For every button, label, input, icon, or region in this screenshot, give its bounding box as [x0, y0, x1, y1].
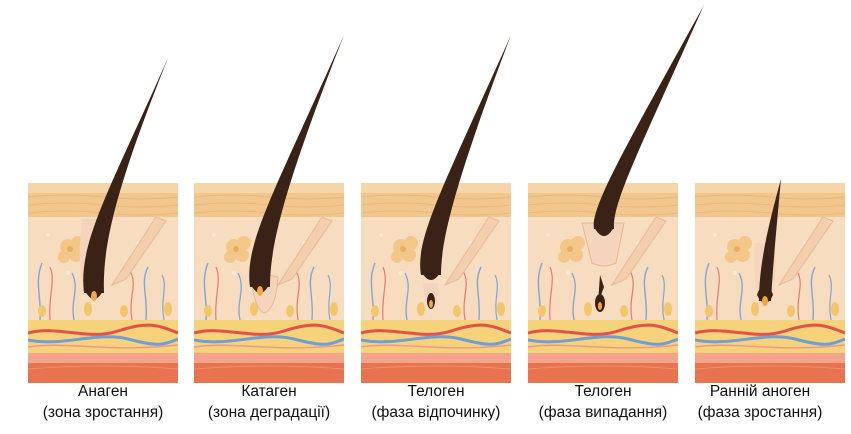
stage-description: (зона деградації) [179, 402, 359, 423]
skin-panel-telogen-shedding [528, 5, 704, 383]
stage-label-anagen: Анаген (зона зростання) [13, 381, 193, 423]
stage-label-early-anagen: Ранній аноген (фаза зростання) [670, 381, 850, 423]
stage-label-telogen-rest: Телоген (фаза відпочинку) [346, 381, 526, 423]
stage-name: Телоген [346, 381, 526, 402]
stage-label-telogen-shedding: Телоген (фаза випадання) [513, 381, 693, 423]
stage-name: Телоген [513, 381, 693, 402]
skin-panel-anagen [28, 58, 178, 383]
stage-description: (фаза випадання) [513, 402, 693, 423]
stage-description: (фаза відпочинку) [346, 402, 526, 423]
skin-panel-catagen [194, 35, 344, 383]
skin-panel-early-anagen [695, 179, 845, 383]
stage-description: (зона зростання) [13, 402, 193, 423]
stage-label-catagen: Катаген (зона деградації) [179, 381, 359, 423]
stage-name: Катаген [179, 381, 359, 402]
stage-description: (фаза зростання) [670, 402, 850, 423]
skin-panel-telogen-rest [361, 35, 511, 383]
stage-name: Анаген [13, 381, 193, 402]
stage-name: Ранній аноген [670, 381, 850, 402]
